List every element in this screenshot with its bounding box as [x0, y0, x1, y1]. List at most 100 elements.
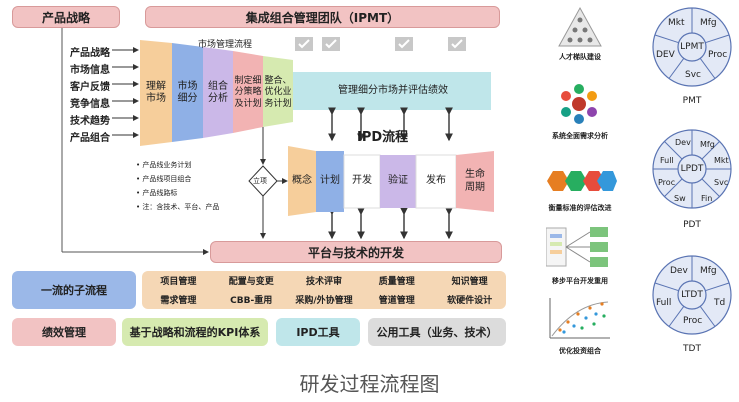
pmt-seg-1: Mkt	[668, 18, 685, 28]
pdt-seg-6: Sw	[674, 194, 686, 203]
pdt-center: LPDT	[680, 164, 704, 174]
tdt-center: LTDT	[681, 290, 703, 300]
check-boxes	[295, 37, 466, 51]
tdt-seg-3: Td	[714, 298, 726, 308]
subprocess-item: CBB-重用	[230, 296, 273, 306]
icon-caption-3: 衡量标准的评估改进	[548, 204, 612, 212]
input-label-1: 产品战略	[70, 48, 110, 59]
ipd-stage-1	[288, 146, 316, 216]
subprocess-item: 知识管理	[451, 277, 488, 287]
input-label-5: 技术趋势	[70, 116, 110, 127]
bullet-item-4: • 注：含技术、平台、产品	[136, 203, 220, 211]
pdt-seg-5: Fin	[701, 194, 713, 203]
subprocess-title-box: 一流的子流程	[12, 271, 136, 309]
input-arrows	[112, 47, 139, 138]
tdt-seg-4: Proc	[683, 316, 703, 326]
performance-label: 绩效管理	[42, 326, 86, 339]
market-stage-5: 整合、 优化业 务计划	[264, 76, 292, 109]
kpi-box: 基于战略和流程的KPI体系	[122, 318, 268, 346]
ipd-stage-4	[380, 155, 416, 208]
bullet-item-3: • 产品线路标	[136, 189, 178, 197]
demand-analysis-icon	[561, 84, 597, 124]
common-tools-label: 公用工具（业务、技术）	[376, 326, 498, 339]
input-label-3: 客户反馈	[70, 82, 110, 93]
pdt-seg-3: Mkt	[714, 156, 729, 165]
pmt-circle-diagram	[652, 7, 732, 87]
ipd-stage-6	[456, 151, 494, 212]
input-label-2: 市场信息	[70, 65, 110, 76]
ipd-stage-label-6: 生命 周期	[465, 169, 485, 193]
platform-bar-label: 平台与技术的开发	[307, 245, 404, 260]
subprocess-item: 项目管理	[160, 277, 197, 287]
pdt-caption: PDT	[683, 220, 701, 230]
market-stage-4: 制定细 分策略 及计划	[234, 76, 262, 109]
ipmt-header: 集成组合管理团队（IPMT）	[145, 6, 500, 28]
common-tools-box: 公用工具（业务、技术）	[368, 318, 506, 346]
pdt-seg-4: Svc	[714, 178, 729, 187]
ipd-title: IPD流程	[357, 130, 409, 145]
subprocess-item: 技术评审	[305, 277, 342, 287]
icon-caption-2: 系统全面需求分析	[552, 132, 608, 140]
process-diagram	[61, 28, 494, 255]
market-manage-label: 管理细分市场并评估绩效	[338, 84, 448, 96]
pdt-seg-2: Mfg	[700, 140, 715, 149]
subprocess-item: 管道管理	[378, 296, 415, 306]
market-stage-1: 理解 市场	[146, 80, 166, 105]
pmt-seg-2: Mfg	[700, 18, 717, 28]
input-label-6: 产品组合	[70, 133, 110, 144]
bullet-item-2: • 产品线项目组合	[136, 175, 192, 183]
market-manage-band	[293, 72, 491, 110]
ipd-tools-label: IPD工具	[296, 326, 340, 339]
subprocess-item: 软硬件设计	[447, 296, 493, 306]
talent-pyramid-icon	[558, 6, 602, 47]
funnel-stage-3	[203, 47, 233, 138]
ipd-tools-box: IPD工具	[276, 318, 360, 346]
bullet-item-1: • 产品线业务计划	[136, 161, 192, 169]
ipd-stage-label-1: 概念	[292, 175, 312, 187]
funnel-stage-1	[140, 40, 172, 146]
tdt-circle-diagram	[652, 255, 732, 335]
market-stage-2: 市场 细分	[177, 80, 198, 105]
subprocess-item: 需求管理	[160, 296, 197, 306]
subprocess-item: 质量管理	[378, 277, 415, 287]
product-strategy-title: 产品战略	[41, 10, 90, 25]
platform-bar: 平台与技术的开发	[210, 241, 502, 263]
decision-label: 立项	[253, 177, 267, 185]
ipd-stage-2	[316, 151, 344, 212]
input-label-4: 竞争信息	[70, 99, 110, 110]
pdt-seg-1: Dev	[675, 138, 691, 147]
icon-caption-1: 人才梯队建设	[559, 53, 601, 61]
funnel-stage-5	[263, 56, 293, 127]
evaluation-hexagons-icon	[547, 171, 617, 191]
ipd-stage-label-4: 验证	[388, 175, 408, 187]
tdt-seg-1: Dev	[670, 266, 688, 276]
pmt-caption: PMT	[682, 96, 702, 106]
pmt-seg-5: DEV	[656, 50, 675, 60]
pmt-seg-3: Proc	[708, 50, 728, 60]
ipd-stage-label-5: 发布	[426, 175, 446, 187]
tdt-caption: TDT	[683, 344, 701, 354]
portfolio-scatter-icon	[549, 298, 610, 339]
subprocess-grid: 项目管理 配置与变更 技术评审 质量管理 知识管理 需求管理 CBB-重用 采购…	[142, 271, 506, 309]
market-flow-title: 市场管理流程	[198, 40, 253, 50]
pdt-circle-diagram	[652, 129, 732, 209]
subprocess-title: 一流的子流程	[41, 284, 107, 297]
ipd-stage-3	[343, 154, 381, 209]
subprocess-item: 配置与变更	[228, 277, 274, 287]
funnel-stage-2	[172, 43, 203, 142]
tdt-seg-2: Mfg	[700, 266, 717, 276]
platform-reuse-icon	[546, 227, 608, 267]
icon-caption-4: 移步平台开发重用	[552, 277, 608, 285]
pdt-seg-8: Full	[660, 156, 674, 165]
pmt-center: LPMT	[680, 42, 704, 52]
pmt-seg-4: Svc	[685, 70, 701, 80]
performance-box: 绩效管理	[12, 318, 116, 346]
product-strategy-header: 产品战略	[12, 6, 120, 28]
tdt-seg-5: Full	[656, 298, 672, 308]
kpi-label: 基于战略和流程的KPI体系	[129, 326, 261, 339]
subprocess-item: 采购/外协管理	[295, 296, 353, 306]
ipd-stage-5	[415, 154, 457, 209]
ipd-stage-label-3: 开发	[352, 175, 372, 187]
ipmt-title: 集成组合管理团队（IPMT）	[245, 10, 400, 25]
icon-caption-5: 优化投资组合	[559, 347, 601, 355]
